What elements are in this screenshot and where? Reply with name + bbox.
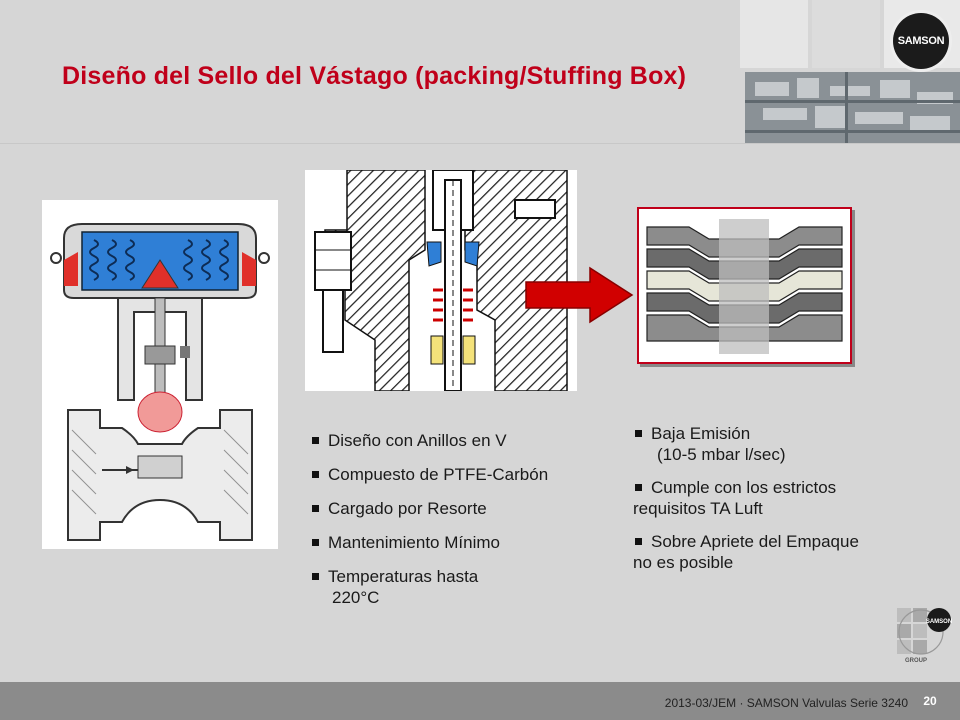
feature-list-left: Diseño con Anillos en V Compuesto de PTF… bbox=[310, 430, 610, 621]
page-number: 20 bbox=[917, 692, 943, 710]
slide-title: Diseño del Sello del Vástago (packing/St… bbox=[62, 62, 687, 90]
svg-text:SAMSON: SAMSON bbox=[926, 619, 952, 625]
feature-cont: (10-5 mbar l/sec) bbox=[657, 445, 786, 464]
slide-footer-bar bbox=[0, 682, 960, 720]
samson-group-logo: SAMSON GROUP bbox=[897, 608, 952, 664]
slide-header: SAMSON Diseño del Sello del Vástago (pac… bbox=[0, 0, 960, 144]
feature-sub: 220°C bbox=[332, 588, 380, 607]
feature-item: Diseño con Anillos en V bbox=[310, 430, 610, 451]
feature-cont: no es posible bbox=[633, 553, 734, 572]
v-ring-detail-figure bbox=[637, 207, 852, 364]
footer-text: 2013-03/JEM · SAMSON Valvulas Serie 3240 bbox=[664, 696, 908, 710]
feature-item: Compuesto de PTFE-Carbón bbox=[310, 464, 610, 485]
svg-text:GROUP: GROUP bbox=[905, 658, 927, 664]
samson-logo: SAMSON bbox=[893, 13, 949, 69]
feature-list-right: Baja Emisión(10-5 mbar l/sec) Cumple con… bbox=[633, 423, 923, 585]
stuffing-box-figure bbox=[305, 170, 577, 391]
feature-item: Baja Emisión(10-5 mbar l/sec) bbox=[633, 423, 923, 465]
valve-cross-section-figure bbox=[42, 200, 278, 549]
feature-item: Cargado por Resorte bbox=[310, 498, 610, 519]
feature-cont: requisitos TA Luft bbox=[633, 499, 763, 518]
aerial-photo bbox=[745, 72, 960, 143]
feature-item: Mantenimiento Mínimo bbox=[310, 532, 610, 553]
red-arrow bbox=[525, 266, 634, 324]
